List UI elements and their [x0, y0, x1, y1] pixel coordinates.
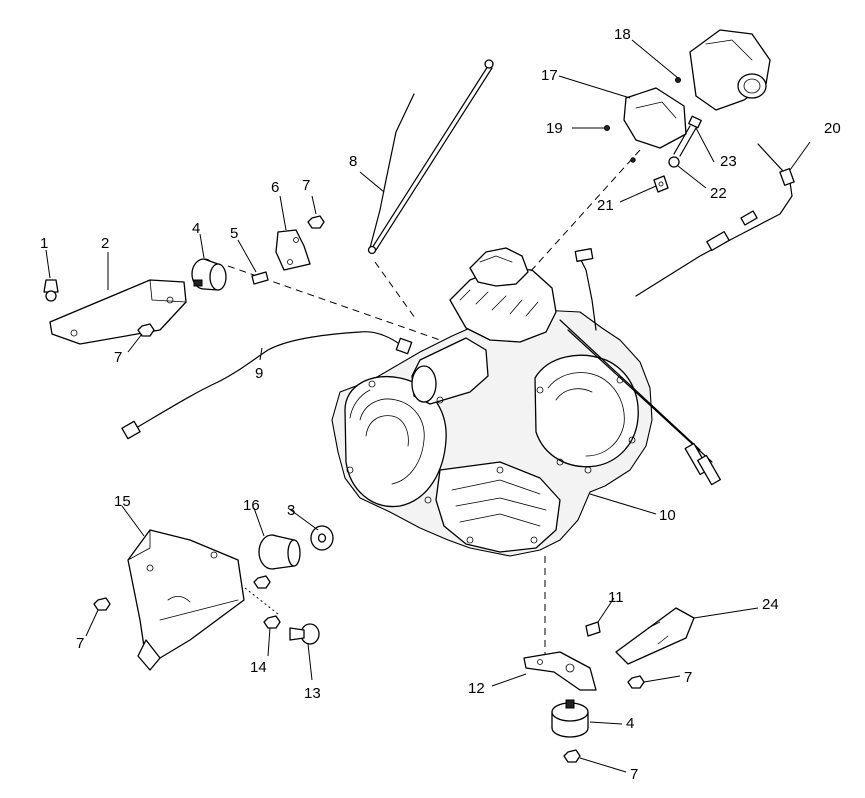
part-19-screw [604, 77, 681, 163]
leader-lines [45, 39, 811, 773]
part-1-bolt [43, 279, 59, 302]
callout-18: 18 [614, 26, 631, 43]
part-4-mount-lower [551, 699, 589, 738]
part-18-throttle-body [689, 29, 771, 111]
callout-23: 23 [720, 153, 737, 170]
callout-7-d: 7 [684, 669, 692, 686]
part-21-sensor [653, 175, 669, 193]
callout-3: 3 [287, 502, 295, 519]
part-7-nut-e [563, 749, 581, 763]
callout-12: 12 [468, 680, 485, 697]
callout-11: 11 [608, 589, 624, 606]
callout-15: 15 [114, 493, 131, 510]
part-24-strap [615, 607, 695, 665]
part-14-nut [253, 575, 281, 629]
callout-22: 22 [710, 185, 727, 202]
callout-8: 8 [349, 153, 357, 170]
part-22-fitting [668, 156, 680, 168]
callout-7-c: 7 [76, 635, 84, 652]
callout-7-a: 7 [302, 177, 310, 194]
engine-assembly [331, 247, 721, 557]
part-11-bolt [585, 621, 601, 637]
callout-10: 10 [659, 507, 676, 524]
callout-4-lower: 4 [626, 715, 634, 732]
part-5-bolt [251, 271, 269, 285]
part-7-nut-d [627, 675, 645, 689]
part-17-sensor-cover [623, 87, 687, 149]
part-23-hose [673, 115, 702, 157]
part-15-bracket [127, 529, 245, 671]
callout-6: 6 [271, 179, 279, 196]
callout-7-b: 7 [114, 349, 122, 366]
callout-1: 1 [40, 235, 48, 252]
part-16-mount [258, 534, 301, 570]
callout-14: 14 [250, 659, 267, 676]
callout-16: 16 [243, 497, 260, 514]
part-8-rod [367, 59, 494, 255]
callout-4-upper: 4 [192, 220, 200, 237]
part-7-nut-b [137, 323, 155, 337]
part-4-mount-upper [191, 258, 227, 291]
part-12-bracket [523, 651, 597, 691]
callout-13: 13 [304, 685, 321, 702]
callout-17: 17 [541, 67, 558, 84]
part-7-nut-c [93, 597, 111, 611]
callout-20: 20 [824, 120, 841, 137]
callout-19: 19 [546, 120, 563, 137]
part-13-bumper [289, 623, 320, 645]
callout-24: 24 [762, 596, 779, 613]
callout-9: 9 [255, 365, 263, 382]
part-2-bracket [49, 279, 187, 345]
callout-5: 5 [230, 225, 238, 242]
callout-21: 21 [597, 197, 614, 214]
callout-2: 2 [101, 235, 109, 252]
part-3-washer [310, 525, 334, 551]
callout-7-e: 7 [630, 766, 638, 783]
part-7-nut-a [307, 215, 325, 229]
part-6-bracket [275, 229, 311, 271]
part-9-cable [121, 331, 413, 440]
part-20-cable [635, 143, 795, 297]
callout-labels: 1 2 3 4 4 5 6 7 7 7 7 7 8 9 10 11 12 13 … [40, 26, 841, 783]
